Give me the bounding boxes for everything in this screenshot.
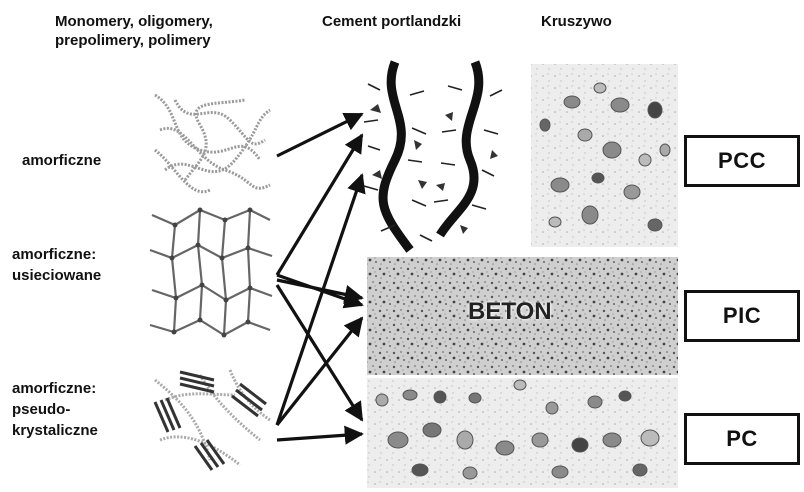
cement-image	[364, 62, 502, 250]
pic-box: PIC	[684, 290, 800, 342]
polymer-crosslinked-image	[150, 210, 272, 335]
arrow-amorphous-to-cement	[277, 114, 362, 156]
label-amorphous: amorficzne	[22, 150, 101, 171]
arrow-semicrystalline-to-beton	[277, 318, 362, 425]
arrow-semicrystalline-to-pc	[277, 434, 362, 440]
arrow-crosslinked-to-pc	[277, 285, 362, 420]
header-monomers-line-2: prepolimery, polimery	[55, 31, 213, 50]
label-semicrystalline-line-3: krystaliczne	[12, 420, 98, 441]
header-monomers-line-1: Monomery, oligomery,	[55, 12, 213, 31]
pc-box: PC	[684, 413, 800, 465]
polymer-amorphous-image	[155, 95, 270, 192]
arrow-crosslinked-to-cement	[277, 135, 362, 275]
header-aggregate: Kruszywo	[541, 12, 612, 31]
label-semicrystalline-line-2: pseudo-	[12, 399, 98, 420]
label-crosslinked-line-2: usieciowane	[12, 265, 101, 286]
label-crosslinked: amorficzne: usieciowane	[12, 244, 101, 286]
label-semicrystalline: amorficzne: pseudo- krystaliczne	[12, 378, 98, 441]
label-crosslinked-line-1: amorficzne:	[12, 244, 101, 265]
header-cement: Cement portlandzki	[322, 12, 461, 31]
pcc-box: PCC	[684, 135, 800, 187]
label-amorphous-line-1: amorficzne	[22, 150, 101, 171]
label-semicrystalline-line-1: amorficzne:	[12, 378, 98, 399]
polymer-semicrystalline-image	[155, 370, 270, 470]
header-monomers: Monomery, oligomery, prepolimery, polime…	[55, 12, 213, 50]
crosslink-nodes	[170, 208, 253, 338]
beton-label: BETON	[468, 298, 552, 326]
